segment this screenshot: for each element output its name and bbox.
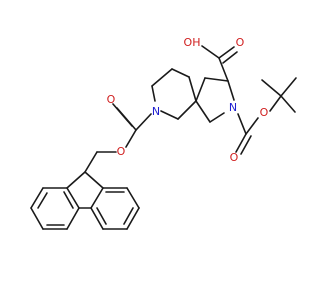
atom-o-boc-ester: O: [260, 106, 269, 119]
bond-lines: [30, 45, 297, 230]
bond: [112, 103, 133, 127]
bond: [227, 80, 235, 101]
bond: [195, 100, 211, 123]
bond: [237, 113, 247, 135]
bond: [125, 129, 137, 148]
bond: [218, 57, 229, 82]
bond: [66, 187, 80, 209]
atom-n-pyrrolidine: N: [229, 101, 237, 114]
bond: [209, 112, 225, 123]
bond-inner: [123, 207, 134, 225]
bond: [222, 51, 238, 64]
bond: [90, 207, 104, 230]
bond: [151, 68, 173, 87]
bond: [280, 95, 296, 113]
structure-svg: N O O N O O O OH: [30, 36, 297, 230]
bond: [280, 77, 297, 97]
atom-o-fmoc-carbonyl: O: [107, 93, 116, 106]
bond: [261, 79, 282, 97]
atom-oh-acid: OH: [184, 36, 201, 49]
bond-inner: [96, 207, 107, 225]
bond: [66, 207, 80, 230]
bond: [240, 135, 252, 155]
bond: [30, 187, 44, 209]
bond: [245, 117, 259, 135]
bond: [84, 151, 98, 173]
bond: [195, 77, 206, 102]
atom-n-piperidine: N: [152, 105, 160, 118]
molecule-diagram: N O O N O O O OH: [30, 36, 297, 230]
bond: [160, 110, 179, 120]
atom-o-boc-carbonyl: O: [230, 151, 239, 164]
bond-inner: [37, 192, 48, 209]
bond: [269, 95, 282, 112]
bond: [177, 100, 197, 120]
bond: [90, 187, 104, 209]
atom-o-fmoc-ester: O: [117, 145, 126, 158]
bond: [201, 45, 220, 59]
atom-o-acid-carbonyl: O: [236, 36, 245, 49]
bond: [218, 46, 235, 59]
bond: [151, 85, 156, 102]
bond: [171, 68, 190, 78]
bond: [126, 187, 140, 209]
bond: [204, 77, 229, 82]
bond: [135, 113, 152, 131]
bond: [66, 171, 86, 189]
bond: [30, 207, 44, 230]
atom-labels: N O O N O O O OH: [107, 36, 269, 164]
bond: [235, 133, 247, 153]
bond: [188, 76, 197, 102]
bond-inner: [63, 191, 74, 209]
bond: [84, 171, 104, 189]
bond: [126, 207, 140, 230]
